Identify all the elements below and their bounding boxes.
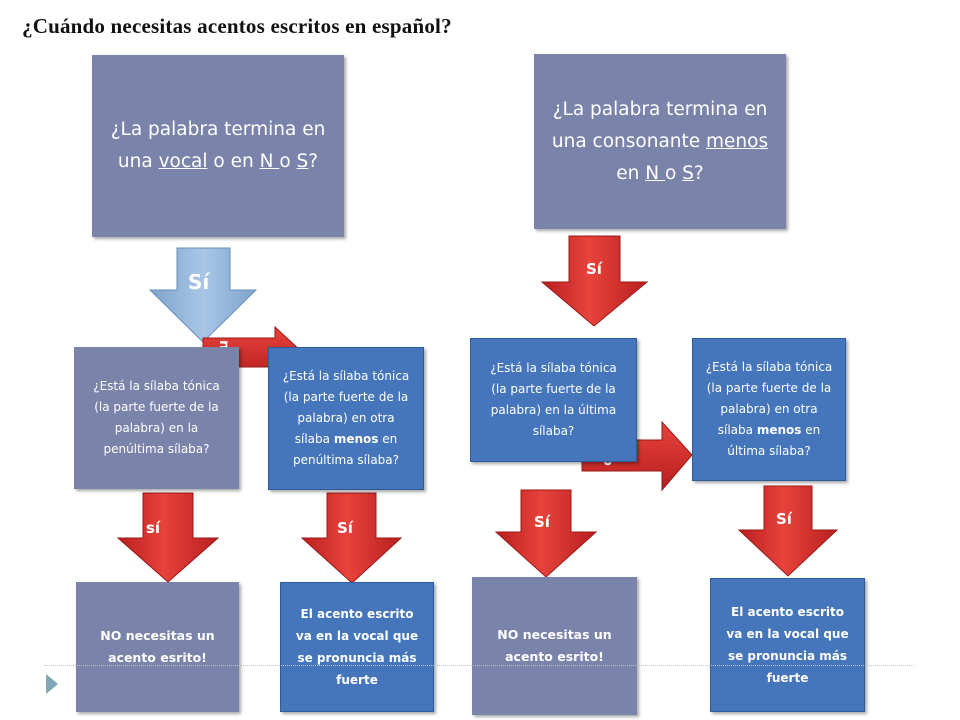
- answer-accent-on-stressed-vowel-right: El acento escrito va en la vocal que se …: [710, 578, 865, 712]
- arrow-si-lower-3-label: Sí: [534, 513, 550, 531]
- arrow-si-lower-2: [300, 492, 403, 584]
- question-stress-last: ¿Está la sílaba tónica (la parte fuerte …: [470, 338, 637, 462]
- arrow-si-lower-4: [737, 485, 839, 577]
- arrow-si-lower-3: [494, 489, 598, 578]
- answer-no-accent-right: NO necesitas un acento esrito!: [472, 577, 637, 715]
- question-stress-other-than-penultimate: ¿Está la sílaba tónica (la parte fuerte …: [268, 347, 424, 490]
- arrow-si-lower-2-label: Sí: [337, 519, 353, 537]
- question-ends-consonant-except-n-s: ¿La palabra termina en una consonante me…: [534, 54, 786, 229]
- answer-accent-on-stressed-vowel-left: El acento escrito va en la vocal que se …: [280, 582, 434, 712]
- arrow-si-right-top: [540, 235, 649, 327]
- footer-bullet-icon: [46, 674, 58, 694]
- question-ends-vowel-n-s: ¿La palabra termina en una vocal o en N …: [92, 55, 344, 237]
- arrow-si-big-label: Sí: [188, 270, 210, 294]
- arrow-no-right: [581, 420, 693, 492]
- arrow-si-lower-1: [116, 492, 220, 583]
- question-stress-other-than-last: ¿Está la sílaba tónica (la parte fuerte …: [692, 338, 846, 481]
- answer-no-accent-left: NO necesitas un acento esrito!: [76, 582, 239, 712]
- arrow-si-big: [148, 247, 258, 343]
- question-stress-penultimate: ¿Está la sílaba tónica (la parte fuerte …: [74, 347, 239, 489]
- arrow-si-lower-1-label: sí: [146, 519, 161, 537]
- footer-divider: [44, 665, 914, 666]
- arrow-si-lower-4-label: Sí: [776, 510, 792, 528]
- arrow-si-right-top-label: Sí: [586, 260, 602, 278]
- page-title: ¿Cuándo necesitas acentos escritos en es…: [22, 14, 452, 38]
